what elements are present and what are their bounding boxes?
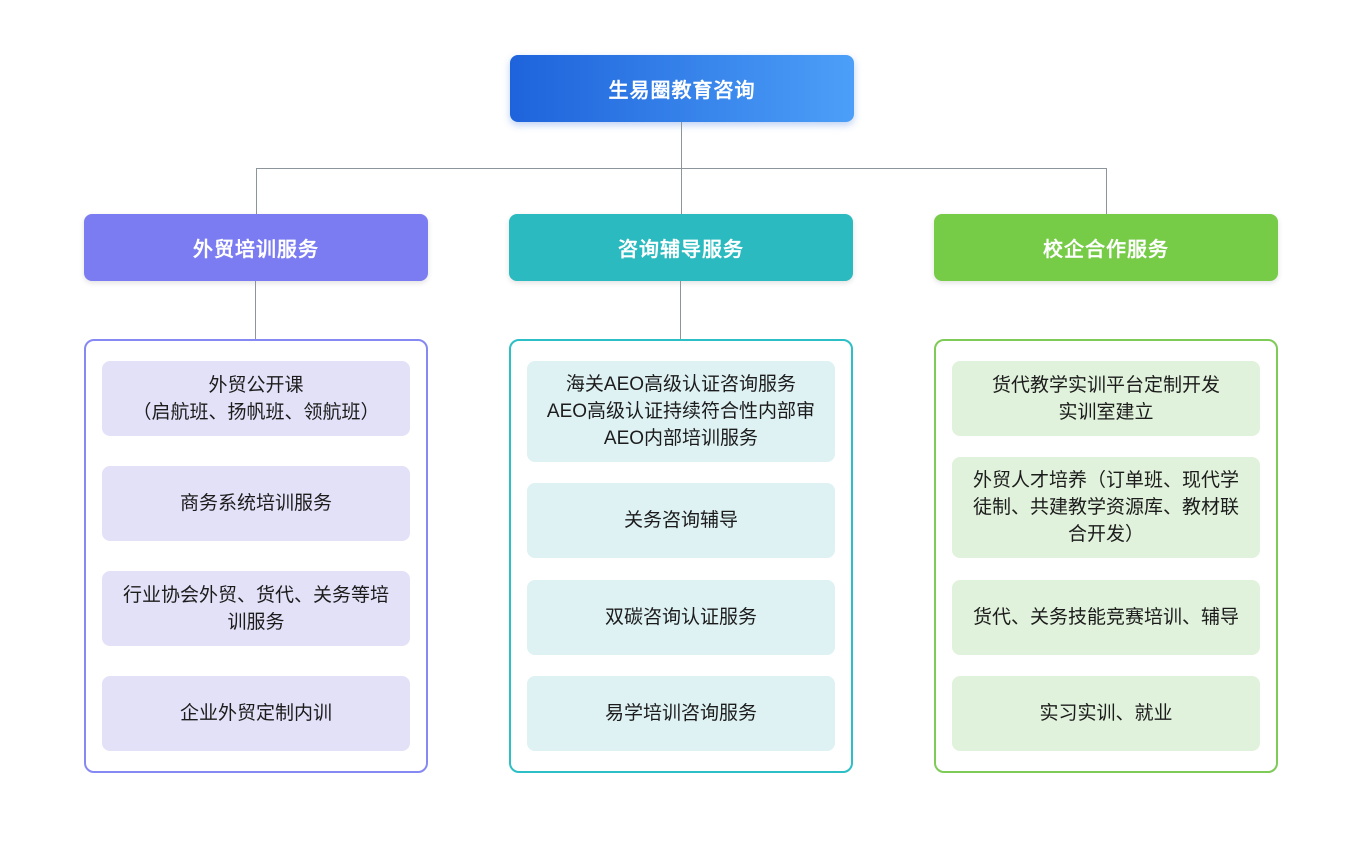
service-item: 双碳咨询认证服务 bbox=[527, 579, 835, 655]
root-node: 生易圈教育咨询 bbox=[510, 55, 854, 122]
connector-branch-1-drop bbox=[256, 168, 257, 215]
service-item: 货代教学实训平台定制开发 实训室建立 bbox=[952, 361, 1260, 436]
branch-header: 咨询辅导服务 bbox=[509, 214, 853, 281]
service-item: 企业外贸定制内训 bbox=[102, 676, 410, 751]
connector-header-to-container bbox=[255, 281, 256, 339]
service-item: 外贸人才培养（订单班、现代学徒制、共建教学资源库、教材联合开发） bbox=[952, 457, 1260, 559]
service-item: 货代、关务技能竞赛培训、辅导 bbox=[952, 579, 1260, 655]
service-item: 外贸公开课 （启航班、扬帆班、领航班） bbox=[102, 361, 410, 436]
connector-branch-2-drop bbox=[681, 168, 682, 215]
service-item: 实习实训、就业 bbox=[952, 675, 1260, 751]
service-item: 易学培训咨询服务 bbox=[527, 675, 835, 751]
branch-header: 外贸培训服务 bbox=[84, 214, 428, 281]
root-node-label: 生易圈教育咨询 bbox=[608, 80, 756, 102]
branch-container: 外贸公开课 （启航班、扬帆班、领航班） 商务系统培训服务 行业协会外贸、货代、关… bbox=[84, 339, 428, 773]
service-item: 关务咨询辅导 bbox=[527, 483, 835, 559]
service-item: 行业协会外贸、货代、关务等培训服务 bbox=[102, 571, 410, 646]
connector-header-to-container bbox=[680, 281, 681, 339]
branch-header-label: 咨询辅导服务 bbox=[618, 239, 744, 261]
service-item: 海关AEO高级认证咨询服务 AEO高级认证持续符合性内部审 AEO内部培训服务 bbox=[527, 361, 835, 462]
branch-header: 校企合作服务 bbox=[934, 214, 1278, 281]
branch-header-label: 校企合作服务 bbox=[1043, 239, 1169, 261]
connector-root-drop bbox=[681, 122, 682, 168]
connector-branch-3-drop bbox=[1106, 168, 1107, 215]
service-item: 商务系统培训服务 bbox=[102, 466, 410, 541]
branch-header-label: 外贸培训服务 bbox=[193, 239, 319, 261]
branch-container: 货代教学实训平台定制开发 实训室建立 外贸人才培养（订单班、现代学徒制、共建教学… bbox=[934, 339, 1278, 773]
branch-container: 海关AEO高级认证咨询服务 AEO高级认证持续符合性内部审 AEO内部培训服务 … bbox=[509, 339, 853, 773]
